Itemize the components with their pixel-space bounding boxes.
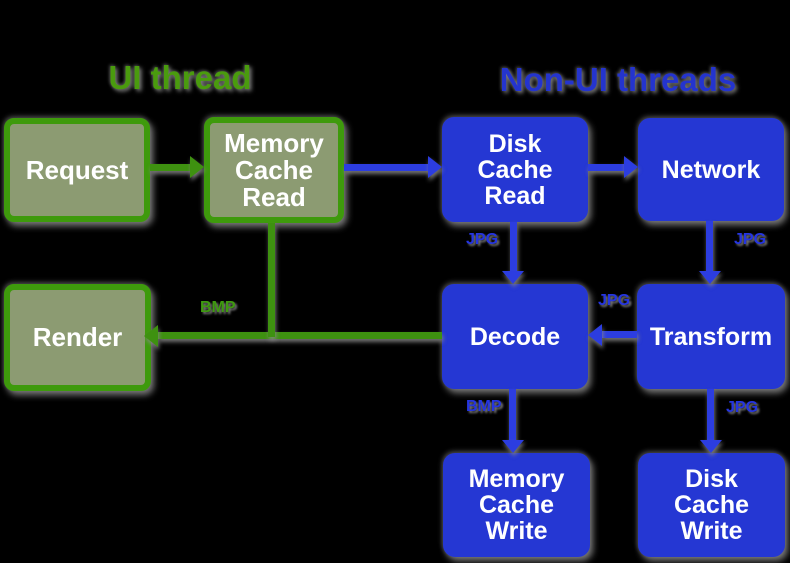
node-decode: Decode bbox=[442, 284, 588, 389]
arrowhead-left-icon bbox=[588, 324, 602, 346]
node-disk-cache-read-line1: Disk bbox=[488, 129, 542, 158]
edge-disk-cache-read-to-decode bbox=[510, 222, 517, 272]
node-network-label: Network bbox=[661, 155, 761, 184]
node-memory-cache-write-line2: Cache bbox=[478, 491, 555, 519]
arrowhead-down-icon bbox=[700, 440, 722, 453]
node-memory-cache-write-line3: Write bbox=[485, 517, 548, 545]
node-transform-label: Transform bbox=[649, 322, 773, 351]
node-disk-cache-read-line2: Cache bbox=[477, 155, 553, 184]
edge-transform-to-disk-cache-write bbox=[707, 389, 714, 441]
arrowhead-right-icon bbox=[624, 156, 638, 178]
edge-disk-cache-read-to-network bbox=[588, 164, 626, 171]
edge-decode-to-render bbox=[158, 332, 442, 339]
node-disk-cache-write-line2: Cache bbox=[673, 491, 750, 519]
edge-label-bmp: BMP bbox=[466, 398, 502, 415]
node-memory-cache-write: Memory Cache Write bbox=[443, 453, 590, 557]
node-disk-cache-read: Disk Cache Read bbox=[442, 117, 588, 222]
edge-label-jpg: JPG bbox=[726, 399, 759, 416]
edge-request-to-memory-cache-read bbox=[150, 164, 194, 171]
edge-memory-cache-read-to-render bbox=[268, 223, 275, 337]
node-request: Request bbox=[4, 118, 150, 222]
node-disk-cache-write-line1: Disk bbox=[685, 465, 738, 493]
title-ui-thread: UI thread bbox=[108, 59, 252, 96]
edge-network-to-transform bbox=[706, 221, 713, 272]
node-memory-cache-write-line1: Memory bbox=[468, 465, 565, 493]
edge-memory-cache-read-to-disk-cache-read bbox=[344, 164, 430, 171]
edge-label-jpg: JPG bbox=[734, 231, 767, 248]
node-request-label: Request bbox=[25, 154, 129, 185]
node-transform: Transform bbox=[637, 284, 785, 389]
node-disk-cache-write: Disk Cache Write bbox=[638, 453, 785, 557]
node-memory-cache-read: Memory Cache Read bbox=[204, 117, 344, 223]
node-render-label: Render bbox=[32, 322, 123, 352]
arrowhead-down-icon bbox=[502, 271, 524, 284]
node-memory-cache-read-line3: Read bbox=[242, 181, 306, 212]
edge-label-bmp: BMP bbox=[200, 299, 236, 316]
node-memory-cache-read-line1: Memory bbox=[224, 127, 324, 158]
arrowhead-right-icon bbox=[190, 156, 204, 178]
node-disk-cache-write-line3: Write bbox=[680, 517, 743, 545]
arrowhead-down-icon bbox=[699, 271, 721, 284]
node-memory-cache-read-line2: Cache bbox=[234, 154, 314, 185]
edge-decode-to-memory-cache-write bbox=[509, 389, 516, 441]
arrowhead-down-icon bbox=[502, 440, 524, 453]
edge-transform-to-decode bbox=[602, 331, 637, 338]
edge-label-jpg: JPG bbox=[598, 292, 631, 309]
arrowhead-left-icon bbox=[144, 325, 158, 347]
node-disk-cache-read-line3: Read bbox=[484, 181, 546, 210]
node-render: Render bbox=[4, 284, 151, 391]
node-decode-label: Decode bbox=[469, 322, 561, 351]
node-network: Network bbox=[638, 118, 784, 221]
arrowhead-right-icon bbox=[428, 156, 442, 178]
edge-label-jpg: JPG bbox=[466, 231, 499, 248]
title-non-ui-threads: Non-UI threads bbox=[499, 61, 737, 98]
